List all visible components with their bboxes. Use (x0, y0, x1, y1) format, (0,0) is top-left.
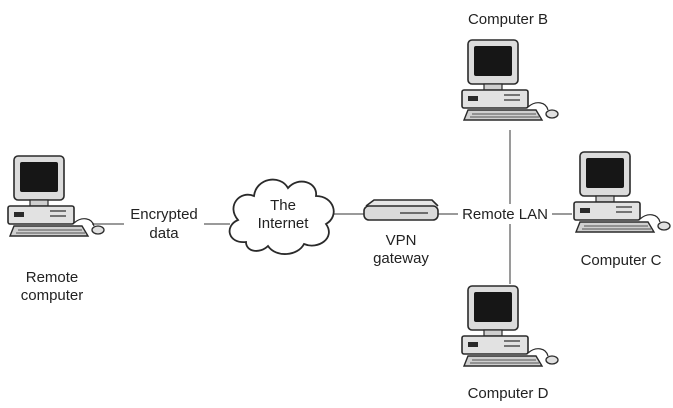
remote-lan-label: Remote LAN (462, 206, 548, 223)
computer-c-label: Computer C (581, 252, 662, 269)
internet-label-line1: The (270, 197, 296, 214)
internet-label-line2: Internet (258, 215, 310, 232)
remote-computer-label-line1: Remote (26, 269, 79, 286)
computer-b-label: Computer B (468, 11, 548, 28)
encrypted-data-label-line1: Encrypted (130, 206, 198, 223)
computer-c-icon (573, 151, 671, 233)
computer-b-icon (461, 39, 559, 121)
vpn-gateway-label-line2: gateway (373, 250, 429, 267)
computer-d-label: Computer D (468, 385, 549, 402)
computer-d-icon (461, 285, 559, 367)
vpn-gateway-label-line1: VPN (386, 232, 417, 249)
vpn-gateway-icon (363, 199, 439, 221)
internet-cloud-icon (228, 178, 335, 255)
remote-computer-label-line2: computer (21, 287, 84, 304)
remote-computer-icon (7, 155, 105, 237)
encrypted-data-label-line2: data (149, 225, 179, 242)
